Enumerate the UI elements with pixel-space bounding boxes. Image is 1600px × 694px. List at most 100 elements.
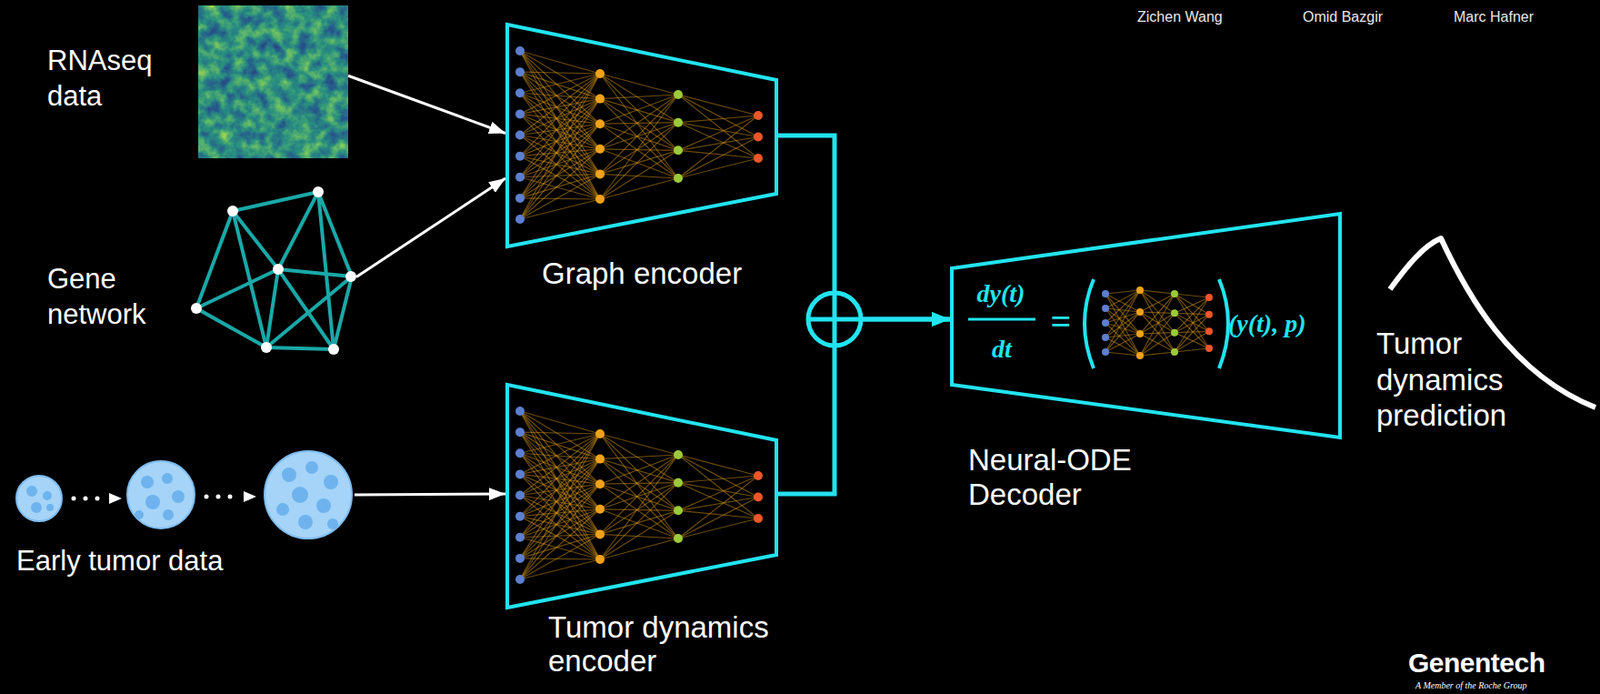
net-link [678,454,759,498]
gene-network-graph-part [278,191,319,270]
net-link [600,509,679,511]
net-link [520,99,600,115]
net-link [520,483,600,516]
net-link [520,73,600,220]
net-link [678,158,759,179]
net-neuron [1205,327,1213,335]
tumor-growth-figure-part [71,490,258,504]
tumor-growth-figure-part [281,467,297,482]
net-link [1105,322,1140,356]
gene-network-graph-part [278,269,334,350]
net-link [520,123,600,178]
gene-network-graph-part [196,269,279,309]
block-label: Gene network [47,261,184,333]
net-neuron [595,194,605,204]
neural-net [515,406,763,584]
tumor-growth-figure-part [298,514,313,530]
gene-network-graph-part [196,308,267,348]
block-label: Neural-ODE Decoder [968,442,1155,512]
net-neuron [515,46,525,56]
net-link [520,483,600,538]
tumor-growth-figure-part-part [204,494,210,500]
tumor-growth-figure-part-part [83,496,89,501]
company-tagline-holder: A Member of the Roche Group [1415,680,1527,690]
net-neuron [515,469,525,479]
net-link [1105,333,1140,352]
net-link [600,483,679,539]
block-label: RNAseq data [47,43,175,115]
net-link [520,533,600,537]
tumor-growth-figure-part [162,509,174,520]
net-neuron [1205,310,1213,319]
tumor-growth-figure-part-part [71,496,77,501]
connector-arrow [356,178,506,277]
net-link [600,94,679,100]
net-link [600,433,679,483]
net-link [1140,312,1175,334]
net-link [678,94,759,138]
net-link [520,559,600,580]
net-link [520,459,600,559]
net-link [520,149,600,178]
net-neuron [753,110,763,120]
net-neuron [515,427,525,437]
net-link [600,122,679,200]
net-neuron [1170,290,1179,298]
net-link [520,123,600,220]
tumor-growth-figure-part-part [216,494,221,500]
tumor-growth-figure-part [305,460,319,474]
net-link [600,510,679,534]
trapezoid-outline [507,384,777,608]
rnaseq-heatmap [198,5,349,159]
net-neuron [673,478,683,488]
tumor-growth-figure-part [276,502,290,516]
author-name: Omid Bazgir [1302,9,1383,25]
gene-network-nodes-part [190,302,202,314]
net-link [520,73,600,199]
net-neuron [1101,333,1110,341]
net-neuron [1205,293,1213,301]
net-neuron [1101,319,1110,327]
connector-arrow [348,75,506,133]
input-panel: Gene network [189,185,357,355]
net-link [600,73,679,95]
net-link [1174,314,1210,333]
encoder-block-outline [505,382,779,610]
net-neuron [1136,286,1144,294]
parenthesis [1084,279,1094,369]
net-link [600,122,679,125]
gene-network-graph-part [266,269,279,348]
net-link [520,123,600,199]
tumor-growth-figure-part [46,503,54,511]
net-neuron [673,505,683,515]
net-link [600,510,679,560]
net-neuron [1170,309,1179,317]
net-neuron [595,429,605,439]
net-neuron [515,448,525,458]
tumor-growth-figure-part [171,490,185,503]
net-link [1105,308,1140,312]
net-neuron [515,67,525,77]
block-label: Graph encoder [541,255,742,292]
output-label-holder: Tumor dynamics prediction [1376,325,1540,434]
net-link [600,454,679,484]
trapezoid-outline [507,24,777,247]
net-link [520,173,600,220]
tumor-growth-figure-part [316,498,331,513]
encoder-block: Graph encoder [505,22,779,249]
author-name: Zichen Wang [1137,9,1223,25]
net-link [600,123,679,179]
gene-network-graph [196,191,352,350]
net-link [678,475,759,510]
net-link [520,459,600,580]
net-link [520,433,600,559]
net-neuron [515,88,525,98]
net-link [1174,293,1210,349]
net-neuron [673,118,683,128]
net-link [600,454,679,460]
net-link [600,538,679,560]
net-neuron [515,532,525,542]
gene-network-nodes-part [260,341,272,353]
net-link [678,454,759,519]
